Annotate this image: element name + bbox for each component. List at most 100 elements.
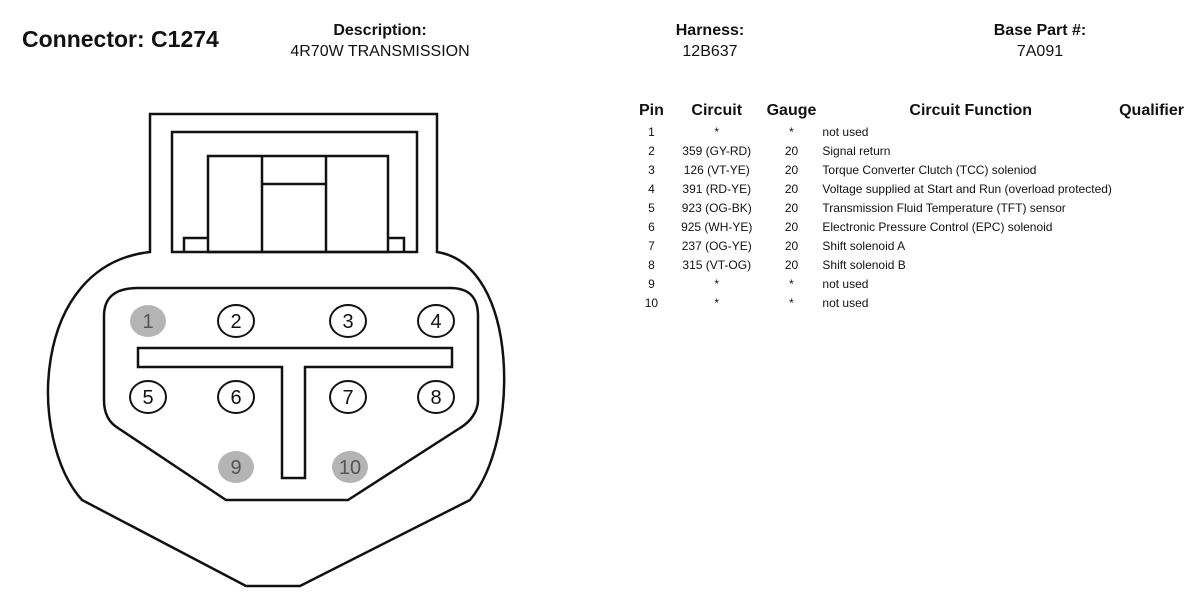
pin-circle: [417, 380, 455, 414]
pin-circle: [329, 304, 367, 338]
pin-4: 4: [417, 304, 455, 338]
header-qualifier: Qualifier: [1119, 102, 1184, 119]
cell-gauge: 20: [784, 181, 799, 196]
harness-label: Harness:: [675, 22, 745, 39]
cell-circuit: *: [714, 276, 720, 291]
header-pin: Pin: [638, 102, 664, 119]
connector-diagram: 1 2 3 4 5 6 7 8 9 10: [46, 112, 506, 588]
pin-circle: [217, 304, 255, 338]
cell-circuit: 359 (GY-RD): [682, 143, 752, 158]
pin-row: 5 923 (OG-BK) 20 Transmission Fluid Tempera…: [636, 198, 1184, 217]
cell-qualifier: [1119, 255, 1184, 274]
cell-function: Shift solenoid A: [822, 238, 906, 253]
connector-title: Connector: C1274: [22, 26, 219, 52]
pin-row: 1**not used: [636, 122, 1184, 141]
base-part-block: Base Part #: 7A091: [965, 22, 1115, 61]
pin-6: 6: [217, 380, 255, 414]
cell-pin: 6: [648, 219, 655, 234]
cell-pin: 10: [644, 295, 659, 310]
pin-label: 4: [430, 311, 441, 333]
pin-8: 8: [417, 380, 455, 414]
pin-5: 5: [129, 380, 167, 414]
harness-value: 12B637: [682, 43, 738, 60]
description-block: Description: 4R70W TRANSMISSION: [250, 22, 510, 61]
description-value: 4R70W TRANSMISSION: [290, 43, 470, 60]
cell-pin: 3: [648, 162, 655, 177]
pin-label: 2: [230, 311, 241, 333]
pin-label: 3: [342, 311, 353, 333]
cell-function: Transmission Fluid Temperature (TFT) sen…: [822, 200, 1066, 215]
cell-qualifier: [1119, 179, 1184, 198]
pin-label: 6: [230, 387, 241, 409]
pin-circle: [130, 305, 166, 337]
locking-tab-latch: [206, 154, 390, 254]
cell-gauge: 20: [784, 162, 799, 177]
header-circuit: Circuit: [691, 102, 743, 119]
cell-pin: 2: [648, 143, 655, 158]
t-key: [136, 346, 454, 480]
pin-label: 7: [342, 387, 353, 409]
cell-circuit: 923 (OG-BK): [681, 200, 752, 215]
cell-qualifier: [1119, 160, 1184, 179]
cell-gauge: *: [789, 295, 794, 310]
pinout-table: Pin Circuit Gauge Circuit Function Quali…: [636, 100, 1184, 312]
pin-2: 2: [217, 304, 255, 338]
pin-label: 10: [339, 457, 361, 479]
cell-circuit: 237 (OG-YE): [681, 238, 752, 253]
cell-function: not used: [822, 295, 869, 310]
cell-circuit: 391 (RD-YE): [682, 181, 752, 196]
cell-circuit: *: [714, 124, 720, 139]
header-gauge: Gauge: [766, 102, 817, 119]
cell-qualifier: [1119, 122, 1184, 141]
cell-gauge: *: [789, 276, 794, 291]
pin-1: 1: [130, 305, 166, 337]
pin-label: 9: [230, 457, 241, 479]
base-part-label: Base Part #:: [993, 22, 1087, 39]
pin-10: 10: [332, 451, 368, 483]
description-label: Description:: [333, 22, 427, 39]
pin-cavity-outline: [102, 286, 480, 502]
tab-lower-lip: [182, 236, 406, 252]
cell-function: Shift solenoid B: [822, 257, 906, 272]
pin-circle: [329, 380, 367, 414]
cell-circuit: 315 (VT-OG): [682, 257, 752, 272]
cell-qualifier: [1119, 198, 1184, 217]
cell-function: Torque Converter Clutch (TCC) soleniod: [822, 162, 1037, 177]
pin-7: 7: [329, 380, 367, 414]
pin-circle: [218, 451, 254, 483]
pin-row: 4 391 (RD-YE) 20 Voltage supplied at Start …: [636, 179, 1184, 198]
pin-3: 3: [329, 304, 367, 338]
pin-label: 5: [142, 387, 153, 409]
cell-gauge: 20: [784, 257, 799, 272]
cell-gauge: 20: [784, 238, 799, 253]
cell-pin: 7: [648, 238, 655, 253]
pin-label: 8: [430, 387, 441, 409]
pin-circle: [129, 380, 167, 414]
header-circuit-function: Circuit Function: [909, 102, 1033, 119]
harness-block: Harness: 12B637: [640, 22, 780, 61]
pin-label: 1: [142, 311, 153, 333]
cell-pin: 9: [648, 276, 655, 291]
cell-qualifier: [1119, 293, 1184, 312]
cell-circuit: 925 (WH-YE): [681, 219, 753, 234]
cell-function: Electronic Pressure Control (EPC) soleno…: [822, 219, 1053, 234]
pin-row: 10**not used: [636, 293, 1184, 312]
cell-pin: 5: [648, 200, 655, 215]
pin-circle: [217, 380, 255, 414]
cell-gauge: 20: [784, 200, 799, 215]
cell-qualifier: [1119, 236, 1184, 255]
pin-row: 6 925 (WH-YE) 20 Electronic Pressure Contro…: [636, 217, 1184, 236]
base-part-value: 7A091: [1016, 43, 1064, 60]
pin-9: 9: [218, 451, 254, 483]
pin-row: 9**not used: [636, 274, 1184, 293]
connector-body-outline: [46, 112, 506, 588]
cell-pin: 4: [648, 181, 655, 196]
locking-tab-outer: [170, 130, 419, 254]
pinout-header-row: Pin Circuit Gauge Circuit Function Quali…: [636, 100, 1184, 122]
cell-function: Voltage supplied at Start and Run (overl…: [822, 181, 1112, 196]
cell-pin: 1: [648, 124, 655, 139]
cell-gauge: 20: [784, 219, 799, 234]
